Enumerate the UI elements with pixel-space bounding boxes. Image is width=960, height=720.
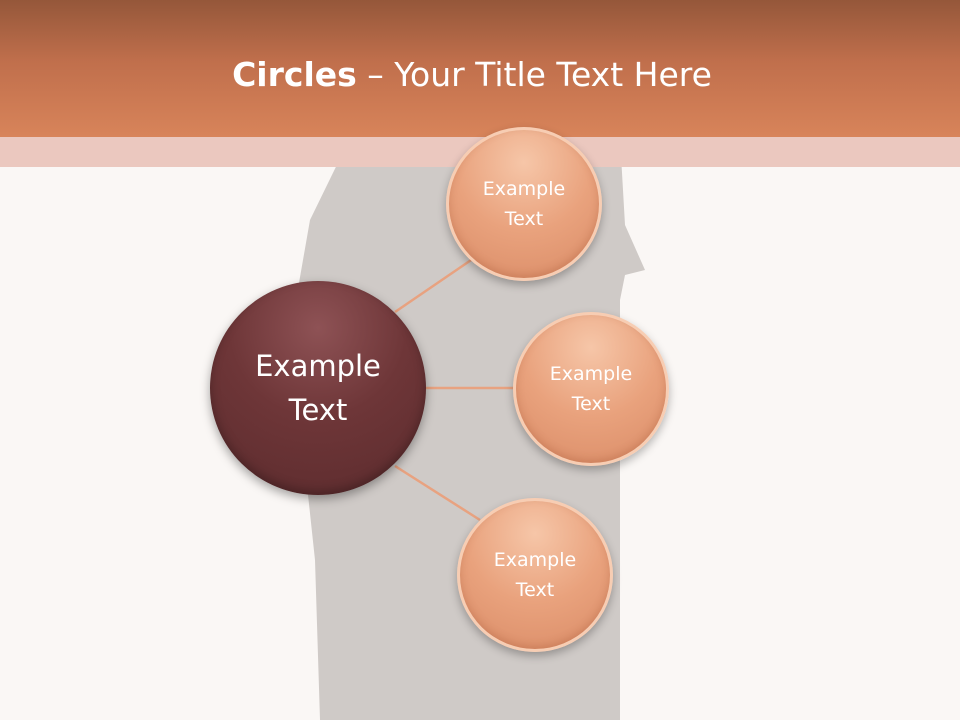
center-circle-line1: Example <box>255 349 381 383</box>
center-circle: Example Text <box>210 281 426 495</box>
node-bottom-line2: Text <box>515 579 555 601</box>
node-circle-top: Example Text <box>446 127 602 281</box>
connector-top <box>394 254 478 314</box>
title-bold: Circles <box>232 55 357 94</box>
node-top-line1: Example <box>482 178 566 200</box>
node-circle-bottom: Example Text <box>457 498 613 652</box>
center-circle-line2: Text <box>288 393 348 427</box>
connector-bottom <box>394 464 481 522</box>
title-bar <box>0 0 960 137</box>
title-rest: – Your Title Text Here <box>356 55 712 94</box>
page-title: Circles – Your Title Text Here <box>0 53 944 97</box>
node-bottom-line1: Example <box>493 549 577 571</box>
node-top-line2: Text <box>504 208 544 230</box>
node-circle-middle: Example Text <box>513 312 669 466</box>
node-middle-line2: Text <box>571 393 611 415</box>
node-middle-line1: Example <box>549 363 633 385</box>
